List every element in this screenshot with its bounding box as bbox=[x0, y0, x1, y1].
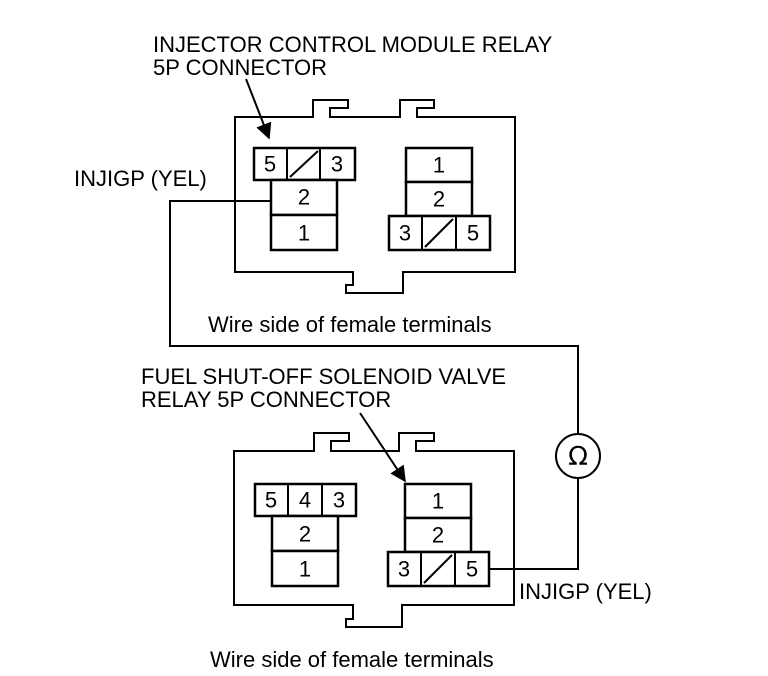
top-connector-housing bbox=[234, 99, 516, 294]
top-connector-title-line2: 5P CONNECTOR bbox=[153, 55, 327, 80]
terminal-label: 2 bbox=[432, 523, 444, 548]
terminal-label: 3 bbox=[398, 557, 410, 582]
bottom-pointer-arrow-icon bbox=[359, 412, 406, 483]
terminal-label: 2 bbox=[433, 187, 445, 212]
top-pointer-arrow-icon bbox=[245, 78, 272, 140]
bottom-connector-title-line2: RELAY 5P CONNECTOR bbox=[141, 387, 391, 412]
terminal-label: 4 bbox=[299, 488, 311, 513]
bottom-side-label: Wire side of female terminals bbox=[210, 647, 494, 672]
terminal-label: 3 bbox=[399, 221, 411, 246]
terminal-label: 5 bbox=[467, 221, 479, 246]
top-connector-title-line1: INJECTOR CONTROL MODULE RELAY bbox=[153, 32, 553, 57]
terminal-label: 3 bbox=[333, 488, 345, 513]
bottom-left-terminal-block: 5 4 3 2 1 bbox=[253, 482, 358, 588]
ohmmeter-symbol: Ω bbox=[568, 442, 588, 472]
terminal-label: 1 bbox=[432, 489, 444, 514]
terminal-label: 2 bbox=[298, 185, 310, 210]
top-wire-label: INJIGP (YEL) bbox=[74, 166, 207, 191]
test-lead-wire bbox=[169, 200, 579, 434]
top-right-terminal-block: 1 2 3 5 bbox=[387, 146, 492, 252]
top-side-label: Wire side of female terminals bbox=[208, 312, 492, 337]
bottom-right-terminal-block: 1 2 3 5 bbox=[386, 482, 491, 588]
terminal-label: 2 bbox=[299, 522, 311, 547]
test-lead-wire-return bbox=[489, 478, 579, 570]
bottom-connector-title-line1: FUEL SHUT-OFF SOLENOID VALVE bbox=[141, 364, 506, 389]
terminal-label: 1 bbox=[433, 153, 445, 178]
terminal-label: 5 bbox=[265, 488, 277, 513]
bottom-connector-housing bbox=[233, 432, 515, 628]
terminal-label: 1 bbox=[299, 557, 311, 582]
terminal-label: 5 bbox=[264, 152, 276, 177]
top-left-terminal-block: 5 3 2 1 bbox=[252, 146, 357, 252]
terminal-label: 3 bbox=[331, 152, 343, 177]
bottom-wire-label: INJIGP (YEL) bbox=[519, 579, 652, 604]
terminal-label: 5 bbox=[466, 557, 478, 582]
terminal-label: 1 bbox=[298, 221, 310, 246]
